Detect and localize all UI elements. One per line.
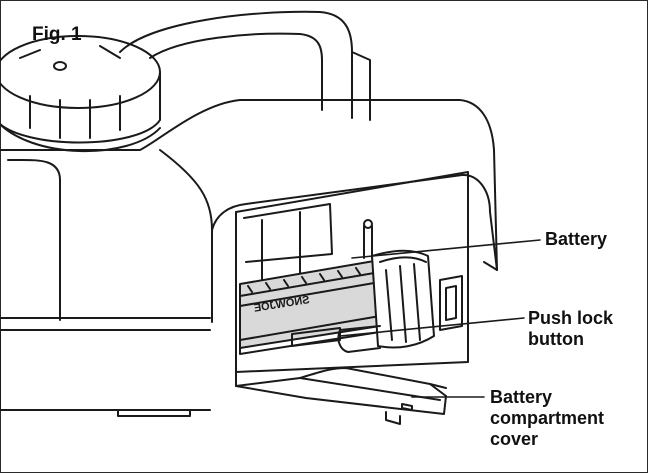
battery-leader-line — [351, 239, 541, 259]
battery-callout-text: Battery — [545, 229, 608, 249]
push-lock-callout: Push lock button — [528, 308, 613, 350]
cover-callout: Battery compartment cover — [490, 387, 604, 450]
cover-callout-line1: Battery — [490, 387, 553, 407]
leader-lines — [339, 239, 541, 398]
battery-pack — [239, 249, 435, 355]
cover-callout-line2: compartment — [490, 408, 605, 428]
battery-brand-mark: SNOWJOE — [253, 294, 310, 315]
battery-callout: Battery — [545, 229, 607, 250]
figure-label: Fig. 1 — [32, 24, 82, 45]
latch-rod — [363, 219, 373, 259]
push-lock-callout-line1: Push lock — [528, 308, 614, 328]
push-lock-leader-line — [339, 317, 525, 337]
cover-callout-line3: cover — [490, 429, 539, 449]
main-body — [0, 99, 498, 417]
push-lock-callout-line2: button — [528, 329, 584, 349]
